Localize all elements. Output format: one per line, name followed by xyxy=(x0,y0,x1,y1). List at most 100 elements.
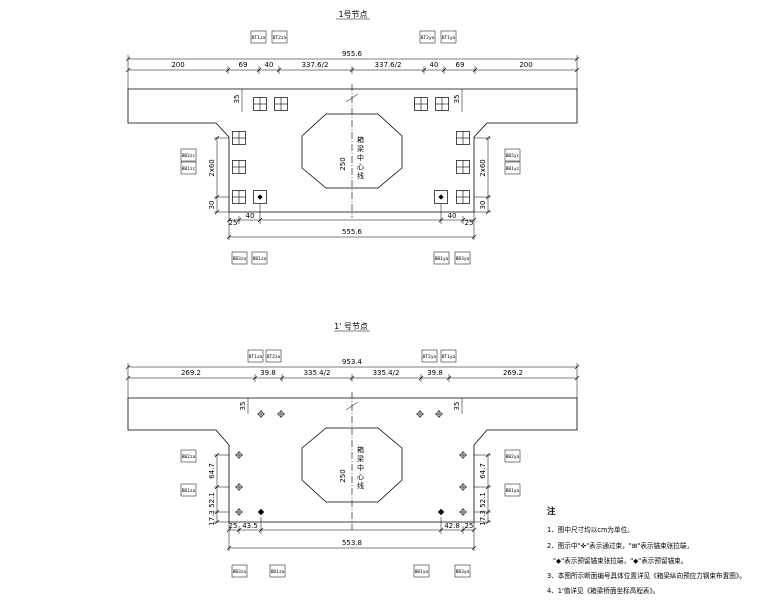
note-line: 2、图示中"✜"表示通过束，"⊞"表示锚束张拉端， xyxy=(547,541,693,550)
drawing-1-side-tendons: BB2zc BB1zc BB2yc BB1yc xyxy=(180,148,521,175)
dim-label: 200 xyxy=(519,61,532,69)
through-tendon-icon xyxy=(458,450,468,460)
notes-heading: 注 xyxy=(547,506,556,517)
drawing-1-bottom-dimensions: 25 40 40 25 555.6 xyxy=(226,204,477,240)
through-tendon-icon xyxy=(234,482,244,492)
note-line: 1、图中尺寸均以cm为单位。 xyxy=(547,525,634,534)
svg-text:40: 40 xyxy=(448,212,457,220)
tensioning-anchor-icon xyxy=(456,131,470,145)
tendon-label: BB2zc xyxy=(182,153,196,159)
drawing-1: 1号节点 BT1za BT2za BT2ya BT1ya 955.6 xyxy=(125,10,580,265)
reserved-anchor-icon xyxy=(434,190,448,204)
tensioning-anchor-icon xyxy=(274,97,288,111)
svg-text:17.3: 17.3 xyxy=(479,510,487,526)
drawing-2-title: 1' 号节点 xyxy=(334,322,368,331)
dim-label: 39.8 xyxy=(260,369,276,377)
svg-text:25: 25 xyxy=(465,522,474,530)
tendon-label: BB1zc xyxy=(182,166,196,172)
tendon-label: BB1za xyxy=(253,256,267,262)
through-tendon-icon xyxy=(276,409,286,419)
drawing-1-top-tendons: BT1za BT2za BT2ya BT1ya xyxy=(250,30,457,44)
tendon-label: BT1ya xyxy=(442,35,456,41)
svg-text:25: 25 xyxy=(465,219,474,227)
drawing-2-side-tendons: BB2za BB1za BB2ya BB1ya xyxy=(180,449,521,497)
through-tendon-icon xyxy=(234,450,244,460)
reserved-anchor-icon xyxy=(253,190,267,204)
dim-250: 250 xyxy=(339,157,347,170)
reserved-tendon-icon xyxy=(257,508,265,516)
dim-label: 335.4/2 xyxy=(304,369,331,377)
dim-bottom-total: 555.6 xyxy=(342,228,363,236)
box-girder-outline xyxy=(127,88,578,213)
drawing-1-side-dimensions: 35 35 2x60 30 2x60 30 xyxy=(208,89,491,215)
tensioning-anchor-icon xyxy=(232,160,246,174)
dim-label: 40 xyxy=(265,61,274,69)
tendon-label: BB2ya xyxy=(506,454,520,460)
tendon-box xyxy=(440,30,457,44)
centerline-char: 梁 xyxy=(357,144,364,153)
svg-text:30: 30 xyxy=(479,201,487,210)
note-line: 4、1'值详见《箱梁桥面坐标高程表》。 xyxy=(547,586,659,595)
centerline-char: 心 xyxy=(357,473,364,481)
tendon-box xyxy=(250,30,267,44)
dim-52-1: 52.1 xyxy=(208,492,216,508)
dim-label: 337.6/2 xyxy=(302,61,329,69)
tendon-box xyxy=(419,30,436,44)
dim-35: 35 xyxy=(239,402,247,411)
centerline-char: 箱 xyxy=(357,135,364,144)
dim-250: 250 xyxy=(339,469,347,482)
dim-label: 69 xyxy=(239,61,248,69)
tensioning-anchor-icon xyxy=(414,97,428,111)
through-tendon-icon xyxy=(434,409,444,419)
through-tendon-icon xyxy=(415,409,425,419)
drawing-2-top-dimensions: 953.4 269.2 39.8 335.4/2 335.4/2 39.8 26… xyxy=(125,358,580,398)
reserved-tendon-icon xyxy=(437,508,445,516)
dim-64-7: 64.7 xyxy=(208,463,216,479)
centerline-char: 箱 xyxy=(357,445,364,454)
svg-text:35: 35 xyxy=(453,402,461,411)
tendon-label: BB2za xyxy=(182,454,196,460)
drawing-2: 1' 号节点 BT1za BT2za BT2ya BT1ya 953.4 xyxy=(125,322,580,578)
tensioning-anchor-icon xyxy=(232,190,246,204)
centerline-char: 梁 xyxy=(357,454,364,463)
tensioning-anchor-icon xyxy=(435,97,449,111)
dim-25: 25 xyxy=(229,219,238,227)
tendon-box xyxy=(271,30,288,44)
through-tendon-icon xyxy=(458,482,468,492)
note-line: 3、本图所示断面编号具体位置详见《箱梁纵向预应力钢束布置图》。 xyxy=(547,571,746,580)
dim-2x60: 2x60 xyxy=(208,159,216,177)
svg-text:64.7: 64.7 xyxy=(479,463,487,479)
tendon-label: BT2ya xyxy=(423,354,437,360)
dim-total: 955.6 xyxy=(342,50,363,58)
through-tendon-icon xyxy=(234,507,244,517)
tendon-label: BB1za xyxy=(271,569,285,575)
svg-text:52.1: 52.1 xyxy=(479,492,487,508)
tensioning-anchor-icon xyxy=(253,97,267,111)
centerline-char: 线 xyxy=(357,481,364,490)
tendon-label: BB3ya xyxy=(456,256,470,262)
tensioning-anchor-icon xyxy=(456,160,470,174)
centerline-char: 中 xyxy=(357,463,364,472)
drawing-2-side-dimensions: 35 35 64.7 52.1 17.3 64.7 52.1 17.3 xyxy=(208,398,491,526)
tendon-label: BT1za xyxy=(252,35,266,41)
tendon-label: BB2yc xyxy=(506,153,520,159)
centerline-char: 中 xyxy=(357,153,364,162)
notes: 注 1、图中尺寸均以cm为单位。 2、图示中"✜"表示通过束，"⊞"表示锚束张拉… xyxy=(547,506,746,595)
inner-cell-outline xyxy=(301,427,403,503)
dim-25: 25 xyxy=(229,522,238,530)
drawing-2-anchors xyxy=(234,409,468,517)
dim-label: 39.8 xyxy=(427,369,443,377)
drawing-2-top-tendons: BT1za BT2za BT2ya BT1ya xyxy=(247,349,457,363)
dim-40: 40 xyxy=(246,212,255,220)
tendon-label: BB1ya xyxy=(415,569,429,575)
dim-17-3: 17.3 xyxy=(208,510,216,526)
dim-label: 337.6/2 xyxy=(375,61,402,69)
through-tendon-icon xyxy=(256,409,266,419)
tendon-label: BB3ya xyxy=(456,569,470,575)
inner-cell-outline xyxy=(301,113,403,189)
dim-label: 269.2 xyxy=(181,369,201,377)
tensioning-anchor-icon xyxy=(232,131,246,145)
svg-text:35: 35 xyxy=(453,95,461,104)
tendon-label: BT2za xyxy=(273,35,287,41)
